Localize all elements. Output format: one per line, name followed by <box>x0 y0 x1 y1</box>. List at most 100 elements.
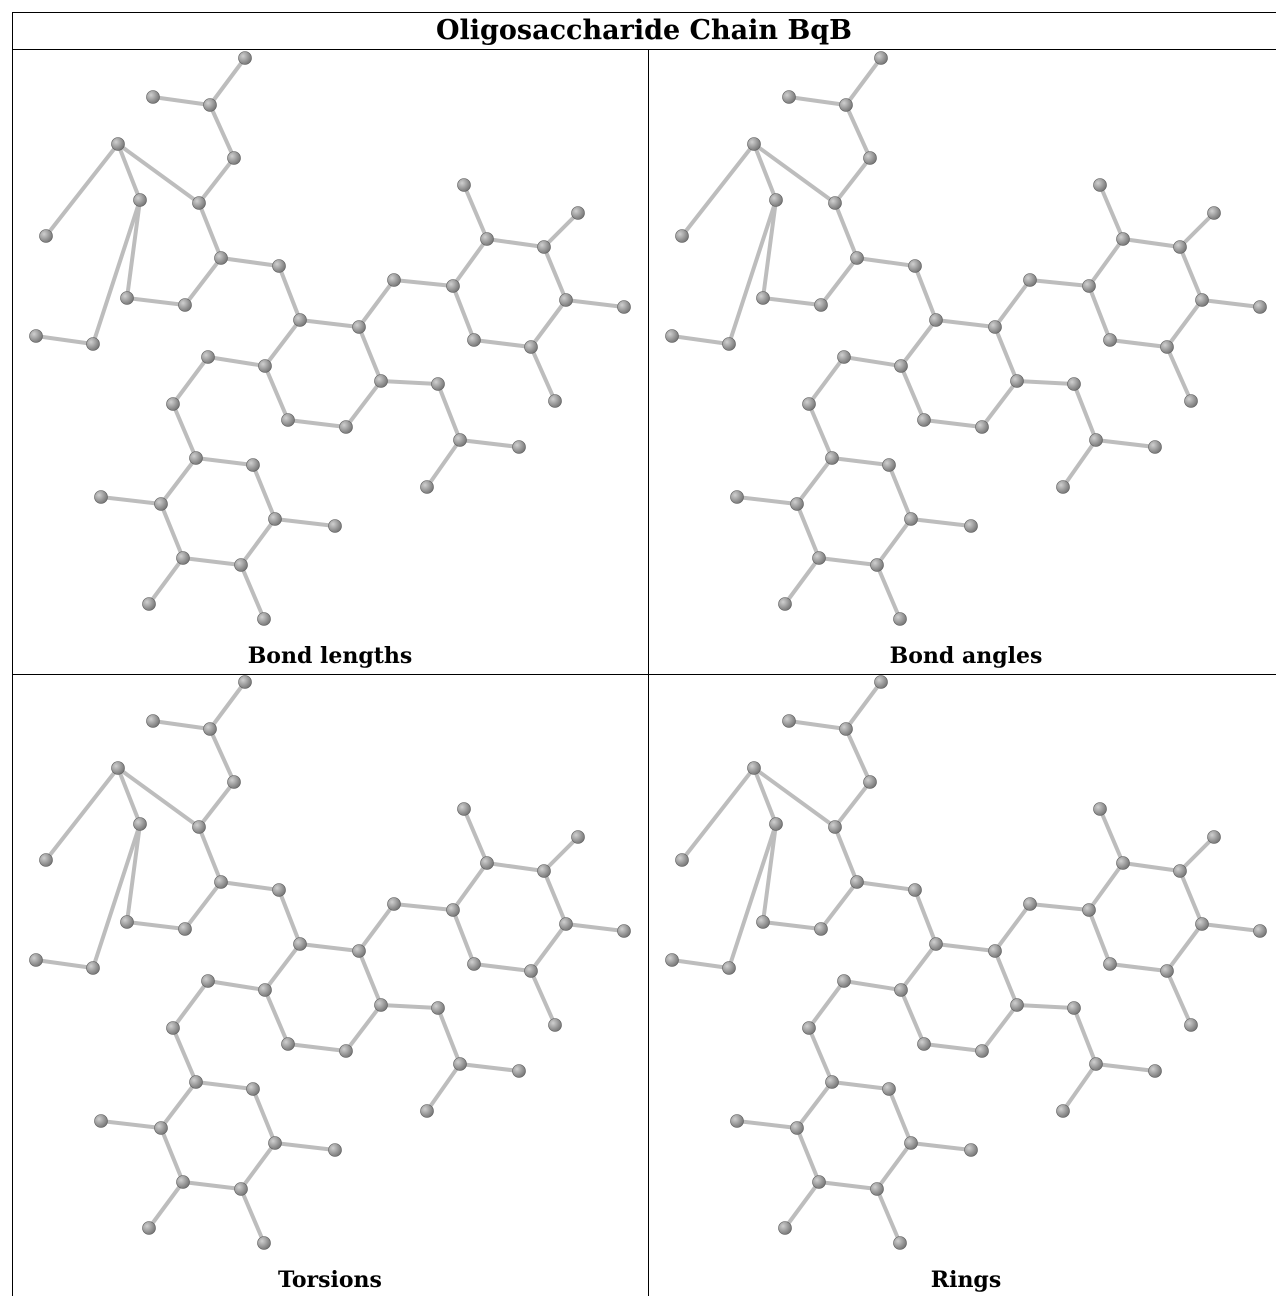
bond <box>1087 861 1125 912</box>
bond <box>1165 922 1204 973</box>
figure-title: Oligosaccharide Chain BqB <box>12 12 1276 50</box>
bond <box>1028 278 1091 288</box>
bond <box>1200 298 1262 309</box>
bond <box>830 456 891 467</box>
bond <box>277 264 302 322</box>
atom-c-side-top <box>839 98 853 112</box>
atom-c4-ring-c <box>1195 917 1209 931</box>
bond <box>171 979 210 1030</box>
bond <box>194 1080 255 1091</box>
atom-c-side-b2 <box>453 1057 467 1071</box>
atom-o-sub-d-left <box>94 1114 108 1128</box>
atom-o-link-top <box>863 151 877 165</box>
atom-c4-ring-d <box>234 558 248 572</box>
atom-c4-ring-a <box>214 251 228 265</box>
bond <box>116 142 142 202</box>
bond <box>833 780 872 829</box>
atom-o-side-b-low <box>1056 480 1070 494</box>
atom-c2-ring-a <box>769 193 783 207</box>
atom-c6-ring-a <box>86 961 100 975</box>
atom-c4-ring-a <box>214 875 228 889</box>
bond <box>1178 245 1204 302</box>
atom-o-glyco-ab <box>272 259 286 273</box>
bond <box>1094 438 1157 449</box>
atom-c3-ring-b <box>374 998 388 1012</box>
bond <box>125 296 187 307</box>
bond <box>472 338 533 349</box>
bond <box>458 438 521 449</box>
atom-c4-ring-a <box>850 875 864 889</box>
atom-c1-ring-b <box>929 937 943 951</box>
panel-rings: Rings <box>649 675 1276 1299</box>
bond <box>116 142 201 205</box>
bond <box>752 766 837 829</box>
atom-o-sub-c-right-top <box>571 830 585 844</box>
panel-caption-torsions: Torsions <box>278 1267 382 1293</box>
bond <box>1178 835 1216 873</box>
bond <box>1165 345 1193 403</box>
bond <box>125 920 187 931</box>
atom-c1-ring-a <box>111 761 125 775</box>
atom-o-sub-d-left-low <box>142 597 156 611</box>
panel-bond-angles: Bond angles <box>649 51 1276 675</box>
bond <box>980 1003 1019 1053</box>
bond <box>91 198 142 346</box>
atom-o-ring-a <box>178 298 192 312</box>
atom-o-sub-d-low <box>893 1236 907 1250</box>
bond <box>761 920 823 931</box>
bond <box>1072 1006 1098 1066</box>
bond <box>286 418 348 429</box>
atom-o-ring-d <box>154 1121 168 1135</box>
bond <box>263 318 302 368</box>
bond <box>993 902 1032 953</box>
atom-c-side-b2 <box>1089 1057 1103 1071</box>
atom-c4-ring-c <box>559 917 573 931</box>
bond <box>183 880 223 931</box>
atom-c6-ring-a <box>722 337 736 351</box>
bond <box>1061 1062 1098 1113</box>
bond <box>125 822 142 924</box>
bond <box>670 334 731 346</box>
bond <box>171 355 210 406</box>
atom-c5-ring-d <box>176 1175 190 1189</box>
atom-o-sub-d-left-low <box>778 1221 792 1235</box>
bond <box>819 256 859 307</box>
atom-c1-ring-d <box>825 1075 839 1089</box>
bond <box>159 456 198 506</box>
atom-o-link-bc <box>387 273 401 287</box>
atom-o-ring-a <box>814 298 828 312</box>
atom-c2-ring-b <box>352 320 366 334</box>
bond <box>379 379 440 386</box>
bond <box>206 355 267 368</box>
atom-c5-ring-c <box>524 964 538 978</box>
atom-o-ring-d <box>790 1121 804 1135</box>
molecule-diagram-torsions <box>29 675 631 1250</box>
bond <box>197 156 236 205</box>
bond <box>670 958 731 970</box>
atom-group <box>665 51 1267 626</box>
atom-o-link-top <box>227 151 241 165</box>
bond <box>357 949 383 1007</box>
atom-o-sub-c-low <box>548 1018 562 1032</box>
bond <box>855 256 917 268</box>
atom-o-sub-d-left <box>730 1114 744 1128</box>
atom-o-sub-d-right <box>328 519 342 533</box>
atom-o-methyl-top <box>238 675 252 689</box>
bond <box>1200 922 1262 933</box>
atom-c3-ring-b <box>1010 998 1024 1012</box>
bond <box>1098 183 1125 241</box>
atom-c1-ring-d <box>189 1075 203 1089</box>
atom-c3-ring-a <box>828 820 842 834</box>
bond <box>787 719 848 731</box>
bond <box>208 727 236 784</box>
atom-o-sub-a-left <box>39 229 53 243</box>
bond <box>761 822 778 924</box>
bond <box>1165 969 1193 1027</box>
atom-c4-ring-c <box>559 293 573 307</box>
atom-o-ring-c <box>1103 957 1117 971</box>
atom-c2-ring-b <box>988 320 1002 334</box>
atom-c1-ring-b <box>293 313 307 327</box>
bond <box>752 766 778 826</box>
bond <box>91 822 142 970</box>
molecule-diagram-rings <box>665 675 1267 1250</box>
